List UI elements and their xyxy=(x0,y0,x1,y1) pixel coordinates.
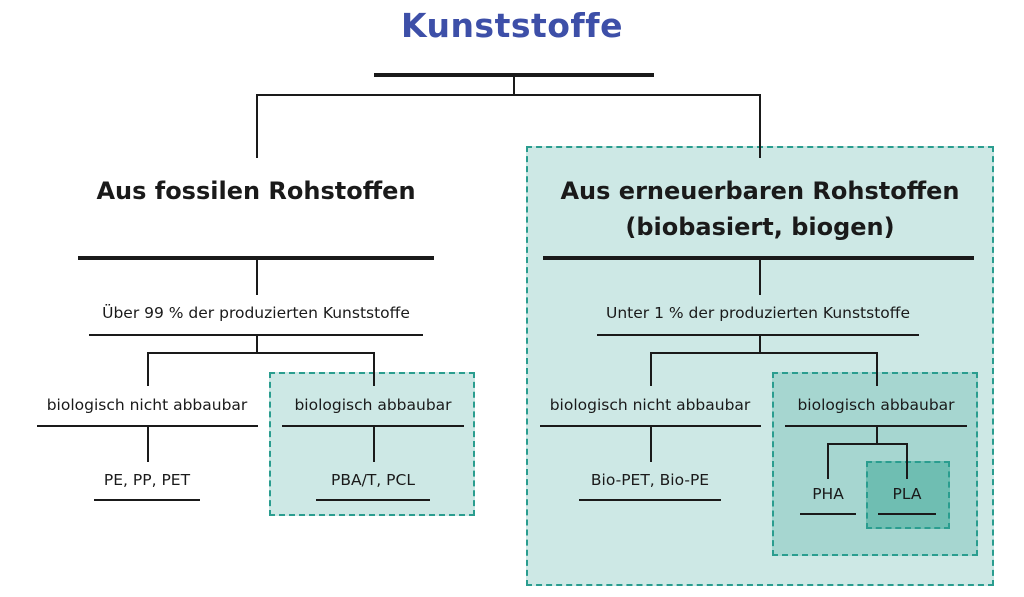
fossil-degradable-label: biologisch abbaubar xyxy=(294,396,452,414)
renewable-non-degradable-examples-underline xyxy=(579,499,721,501)
connector xyxy=(759,258,761,295)
connector xyxy=(373,352,375,386)
connector xyxy=(256,258,258,295)
connector xyxy=(256,94,258,158)
pha-underline xyxy=(800,513,856,515)
connector xyxy=(147,425,149,462)
fossil-non-degradable-examples-underline xyxy=(94,499,200,501)
diagram-title: Kunststoffe xyxy=(400,6,624,45)
renewable-share-underline xyxy=(597,334,919,336)
fossil-non-degradable-label: biologisch nicht abbaubar xyxy=(46,396,248,414)
connector xyxy=(513,75,515,95)
fossil-degradable-examples: PBA/T, PCL xyxy=(331,471,415,489)
renewable-non-degradable-examples: Bio-PET, Bio-PE xyxy=(590,471,710,489)
connector xyxy=(827,443,829,479)
connector xyxy=(256,94,760,96)
fossil-heading: Aus fossilen Rohstoffen xyxy=(96,177,416,205)
renewable-heading-bar xyxy=(543,256,974,260)
renewable-share-label: Unter 1 % der produzierten Kunststoffe xyxy=(606,304,910,322)
pla-highlight-box xyxy=(866,461,950,529)
renewable-degradable-label: biologisch abbaubar xyxy=(797,396,955,414)
connector xyxy=(256,334,258,352)
connector xyxy=(147,352,374,354)
connector xyxy=(650,352,877,354)
connector xyxy=(650,352,652,386)
connector xyxy=(759,94,761,158)
connector xyxy=(650,425,652,462)
pha-label: PHA xyxy=(812,485,844,503)
connector xyxy=(906,443,908,479)
renewable-heading-line2: (biobasiert, biogen) xyxy=(625,213,895,241)
pla-underline xyxy=(878,513,936,515)
connector xyxy=(876,352,878,386)
fossil-share-label: Über 99 % der produzierten Kunststoffe xyxy=(102,304,410,322)
connector xyxy=(147,352,149,386)
fossil-degradable-highlight-box xyxy=(269,372,475,516)
fossil-degradable-examples-underline xyxy=(316,499,430,501)
pla-label: PLA xyxy=(892,485,922,503)
renewable-non-degradable-label: biologisch nicht abbaubar xyxy=(549,396,751,414)
renewable-heading-line1: Aus erneuerbaren Rohstoffen xyxy=(560,177,960,205)
connector xyxy=(876,425,878,443)
connector xyxy=(373,425,375,462)
connector xyxy=(827,443,907,445)
fossil-non-degradable-examples: PE, PP, PET xyxy=(103,471,191,489)
connector xyxy=(759,334,761,352)
